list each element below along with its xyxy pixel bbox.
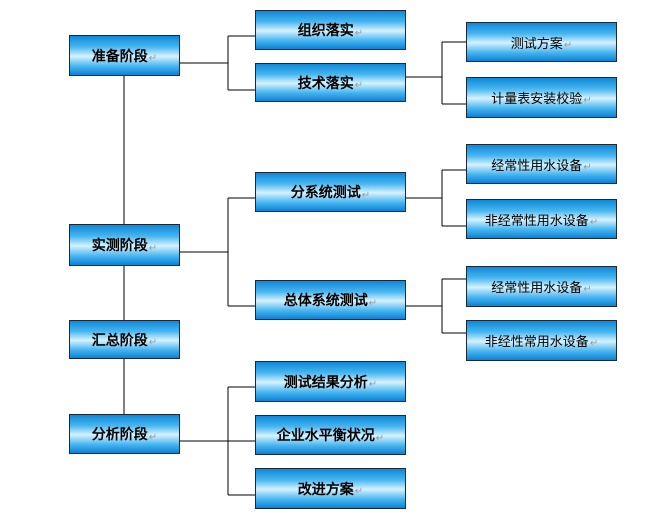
return-mark: ↵	[148, 53, 158, 64]
node-water-balance-label: 企业水平衡状况	[276, 428, 375, 444]
leaf-regular-equipment-1-label: 经常性用水设备	[491, 158, 583, 174]
leaf-meter-install: 计量表安装校验↵	[466, 77, 617, 118]
node-improvement-plan: 改进方案↵	[255, 468, 406, 509]
stage-measure-label: 实测阶段	[91, 238, 148, 254]
stage-analysis-label: 分析阶段	[91, 427, 148, 443]
node-result-analysis: 测试结果分析↵	[255, 361, 406, 402]
return-mark: ↵	[361, 189, 371, 201]
node-overall-test: 总体系统测试↵	[255, 280, 406, 320]
stage-analysis: 分析阶段↵	[69, 414, 180, 454]
leaf-nonregular-equipment-1-label: 非经常性用水设备	[484, 213, 589, 229]
node-technical-label: 技术落实	[297, 75, 354, 92]
return-mark: ↵	[583, 95, 592, 106]
stage-summary-label: 汇总阶段	[91, 332, 148, 349]
leaf-test-plan: 测试方案↵	[466, 22, 617, 62]
stage-measure: 实测阶段↵	[69, 224, 180, 266]
leaf-test-plan-label: 测试方案	[510, 36, 563, 52]
stage-prepare-label: 准备阶段	[91, 48, 148, 65]
node-result-analysis-label: 测试结果分析	[283, 374, 368, 391]
return-mark: ↵	[589, 338, 599, 349]
leaf-regular-equipment-1: 经常性用水设备↵	[466, 144, 617, 184]
stage-summary: 汇总阶段↵	[69, 320, 180, 359]
leaf-regular-equipment-2: 经常性用水设备↵	[466, 266, 617, 307]
return-mark: ↵	[583, 161, 592, 173]
return-mark: ↵	[583, 284, 592, 295]
return-mark: ↵	[375, 432, 385, 444]
node-water-balance: 企业水平衡状况↵	[255, 415, 406, 455]
leaf-nonregular-equipment-2-label: 非经性常用水设备	[484, 335, 589, 350]
leaf-nonregular-equipment-1: 非经常性用水设备↵	[466, 199, 617, 239]
return-mark: ↵	[563, 39, 573, 51]
leaf-nonregular-equipment-2: 非经性常用水设备↵	[466, 320, 617, 361]
leaf-regular-equipment-2-label: 经常性用水设备	[491, 281, 583, 296]
return-mark: ↵	[368, 379, 378, 390]
node-overall-test-label: 总体系统测试	[283, 293, 368, 309]
return-mark: ↵	[354, 27, 364, 39]
leaf-meter-install-label: 计量表安装校验	[491, 92, 583, 107]
return-mark: ↵	[148, 337, 158, 348]
stage-prepare: 准备阶段↵	[69, 35, 180, 76]
node-subsystem-test: 分系统测试↵	[255, 172, 406, 212]
node-improvement-plan-label: 改进方案	[297, 481, 354, 498]
return-mark: ↵	[148, 431, 158, 443]
node-subsystem-test-label: 分系统测试	[290, 185, 361, 201]
return-mark: ↵	[354, 80, 364, 91]
return-mark: ↵	[148, 242, 158, 254]
return-mark: ↵	[368, 297, 378, 309]
return-mark: ↵	[589, 216, 599, 228]
node-organization: 组织落实↵	[255, 10, 406, 50]
node-organization-label: 组织落实	[297, 23, 354, 39]
node-technical: 技术落实↵	[255, 63, 406, 102]
return-mark: ↵	[354, 486, 364, 497]
